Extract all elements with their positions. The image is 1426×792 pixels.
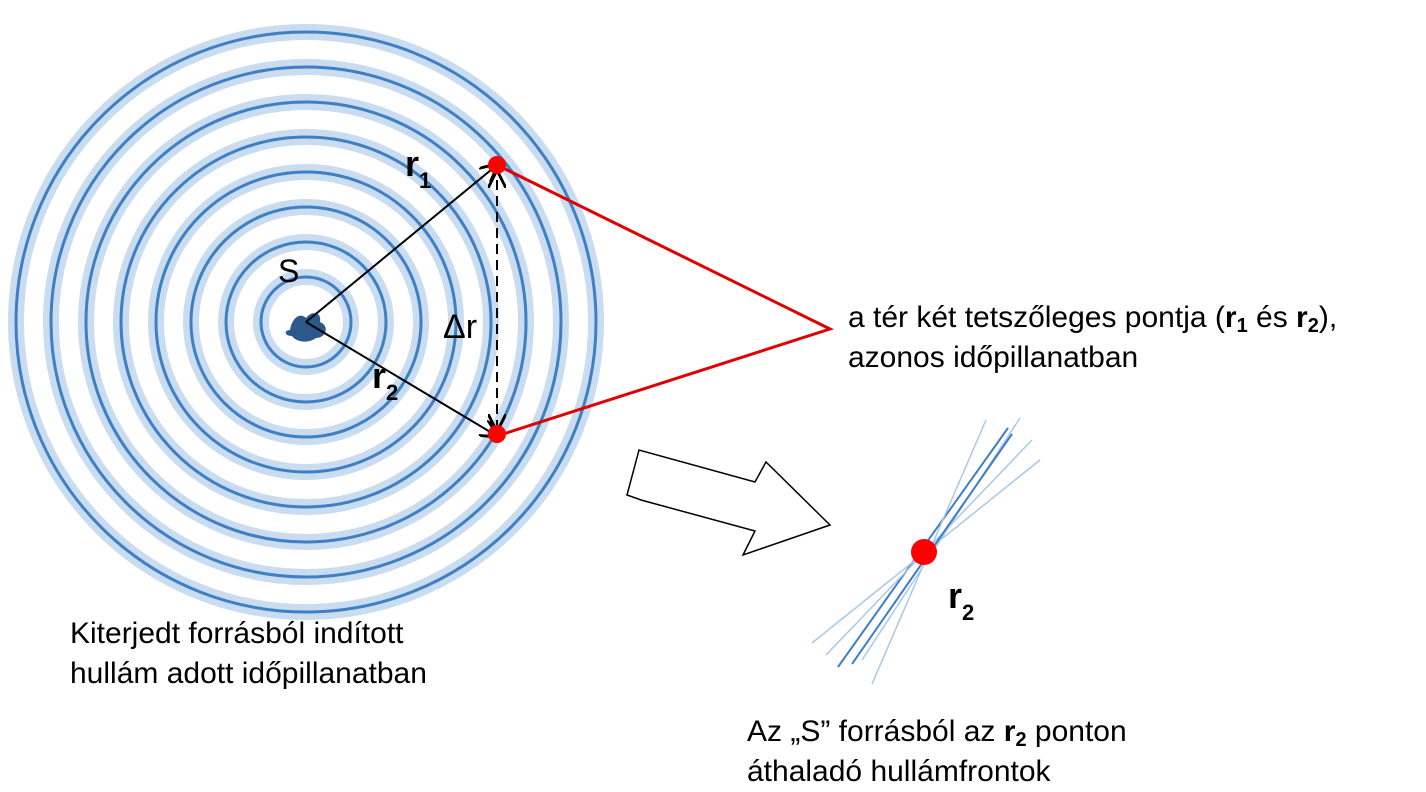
caption-wavefronts-line1: Az „S” forrásból az r2 ponton: [747, 715, 1127, 751]
delta-r-label: Δr: [443, 308, 477, 346]
callout-lines: [496, 163, 834, 438]
wave-ring: [224, 240, 388, 404]
caption-two-points: a tér két tetszőleges pontja (r1 és r2),…: [848, 298, 1337, 378]
r2-vector: [305, 321, 497, 436]
wave-ring: [189, 205, 423, 439]
transition-arrow: [626, 449, 832, 557]
r2-label: r2: [372, 355, 398, 405]
caption-source-line2: hullám adott időpillanatban: [70, 657, 427, 690]
caption-two-points-line1: a tér két tetszőleges pontja (r1 és r2),: [848, 301, 1338, 337]
wave-ring: [14, 30, 598, 614]
point-r1: [488, 156, 506, 174]
caption-wavefronts: Az „S” forrásból az r2 ponton áthaladó h…: [747, 712, 1127, 792]
caption-source-wave: Kiterjedt forrásból indított hullám adot…: [70, 614, 427, 694]
caption-source-line1: Kiterjedt forrásból indított: [70, 617, 404, 650]
wave-ring: [49, 65, 563, 579]
caption-wavefronts-line2: áthaladó hullámfrontok: [747, 755, 1051, 788]
wave-ring: [259, 275, 353, 369]
wave-ring: [154, 170, 458, 474]
point-r2: [488, 425, 506, 443]
point-r2-label: r2: [948, 575, 974, 625]
wave-ring: [84, 100, 528, 544]
source-label: S: [278, 253, 299, 289]
point-r2-detail: [911, 539, 937, 565]
source-shape: [285, 313, 326, 342]
caption-two-points-line2: azonos időpillanatban: [848, 341, 1139, 374]
r1-vector: [305, 165, 497, 323]
r1-label: r1: [405, 143, 431, 193]
